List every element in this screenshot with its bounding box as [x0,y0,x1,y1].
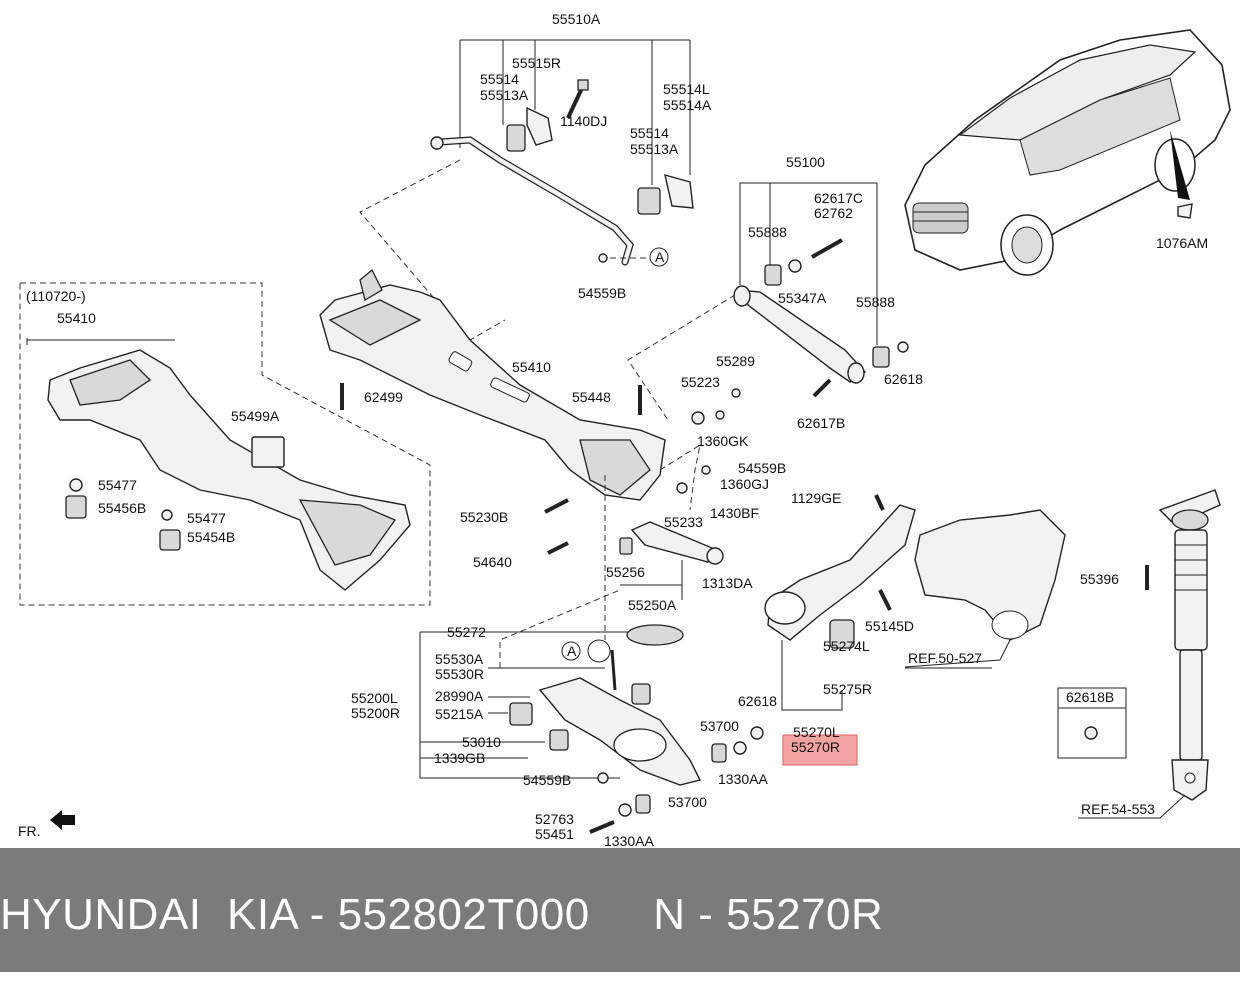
ref-label-50-527: REF.50-527 [908,650,982,666]
part-label-55477: 55477 [98,477,137,493]
assist-arm-group [619,388,741,600]
part-label-54559b: 54559B [738,460,786,476]
part-label-1360gj: 1360GJ [720,476,769,492]
part-label-1076am: 1076AM [1156,235,1208,251]
shock-absorber-group [1078,489,1221,819]
lower-arm-group [419,589,764,834]
part-label-55499a: 55499A [231,408,280,424]
footer-bar: HYUNDAI KIA - 552802T000 N - 55270R [0,848,1240,972]
part-label-55270l: 55270L [793,724,840,740]
part-labels: 55510A55515R5551455513A1140DJ55514L55514… [18,11,1208,848]
part-label-54559b: 54559B [578,285,626,301]
part-label-55514: 55514 [480,71,519,87]
part-label-55200r: 55200R [351,705,400,721]
part-label-54640: 54640 [473,554,512,570]
part-label-62762: 62762 [814,205,853,221]
part-label-55289: 55289 [716,353,755,369]
part-label-62499: 62499 [364,389,403,405]
stabilizer-bar-group [359,39,694,341]
front-arrow-icon [50,810,75,830]
part-label-55513a: 55513A [630,141,679,157]
footer-part-number: HYUNDAI KIA - 552802T000 N - 55270R [0,890,884,939]
part-label-55215a: 55215A [435,706,484,722]
part-label-55256: 55256 [606,564,645,580]
ref-label-54-553: REF.54-553 [1081,801,1155,817]
part-label-55233: 55233 [664,514,703,530]
part-label-55513a: 55513A [480,87,529,103]
upper-arm-group [627,182,909,421]
part-label-53700: 53700 [700,718,739,734]
part-label-55223: 55223 [681,374,720,390]
part-label-53010: 53010 [462,734,501,750]
part-label-62618: 62618 [738,693,777,709]
part-label-55200l: 55200L [351,690,398,706]
part-label-55530a: 55530A [435,651,484,667]
part-label-1140dj: 1140DJ [560,113,607,129]
part-label-55145d: 55145D [865,618,914,634]
part-label-55448: 55448 [572,389,611,405]
part-label-62618b: 62618B [1066,689,1114,705]
part-label-1330aa: 1330AA [604,833,654,848]
callout-a-circle [561,641,581,661]
part-label-55274l: 55274L [823,638,870,654]
part-label-55270r: 55270R [791,739,840,755]
trailing-arm-group [764,494,1066,711]
front-label: FR. [18,823,41,839]
part-label-55100: 55100 [786,154,825,170]
part-label-55530r: 55530R [435,666,484,682]
part-label-55477: 55477 [187,510,226,526]
part-label-55456b: 55456B [98,500,146,516]
part-label-55888: 55888 [856,294,895,310]
part-label-55410: 55410 [512,359,551,375]
part-label-55451: 55451 [535,826,574,842]
part-label-55396: 55396 [1080,571,1119,587]
part-label-1360gk: 1360GK [697,433,749,449]
callout-a-circle [649,247,669,267]
crossmember-detail-box [19,282,431,606]
part-label-62617b: 62617B [797,415,845,431]
part-label-1330aa: 1330AA [718,771,768,787]
part-label-62617c: 62617C [814,190,863,206]
part-label-1430bf: 1430BF [710,505,759,521]
part-label-55410: 55410 [57,310,96,326]
part-label-55272: 55272 [447,624,486,640]
part-label-55514: 55514 [630,125,669,141]
part-label-53700: 53700 [668,794,707,810]
part-label-55515r: 55515R [512,55,561,71]
part-label-1129ge: 1129GE [791,490,841,506]
part-label-62618: 62618 [884,371,923,387]
part-label-54559b: 54559B [523,772,571,788]
part-label-55347a: 55347A [778,290,827,306]
part-label-55230b: 55230B [460,509,508,525]
part-label-55275r: 55275R [823,681,872,697]
parts-diagram-svg: 55510A55515R5551455513A1140DJ55514L55514… [18,11,1231,848]
part-label-52763: 52763 [535,811,574,827]
callout-a-label: A [567,643,577,659]
part-label-1339gb: 1339GB [434,750,485,766]
crossmember [319,268,701,640]
callout-a-label: A [655,249,665,265]
part-label-55510a: 55510A [552,11,601,27]
part-label-55514a: 55514A [663,97,712,113]
part-62618B-box [1057,687,1127,759]
part-label-55888: 55888 [748,224,787,240]
highlight-55270R [782,734,858,766]
part-label-55514l: 55514L [663,81,710,97]
part-label-55454b: 55454B [187,529,235,545]
part-label-1313da: 1313DA [702,575,753,591]
part-label-55250a: 55250A [628,597,677,613]
car-illustration [904,29,1231,276]
date-range-label: (110720-) [26,288,86,304]
part-label-28990a: 28990A [435,688,484,704]
